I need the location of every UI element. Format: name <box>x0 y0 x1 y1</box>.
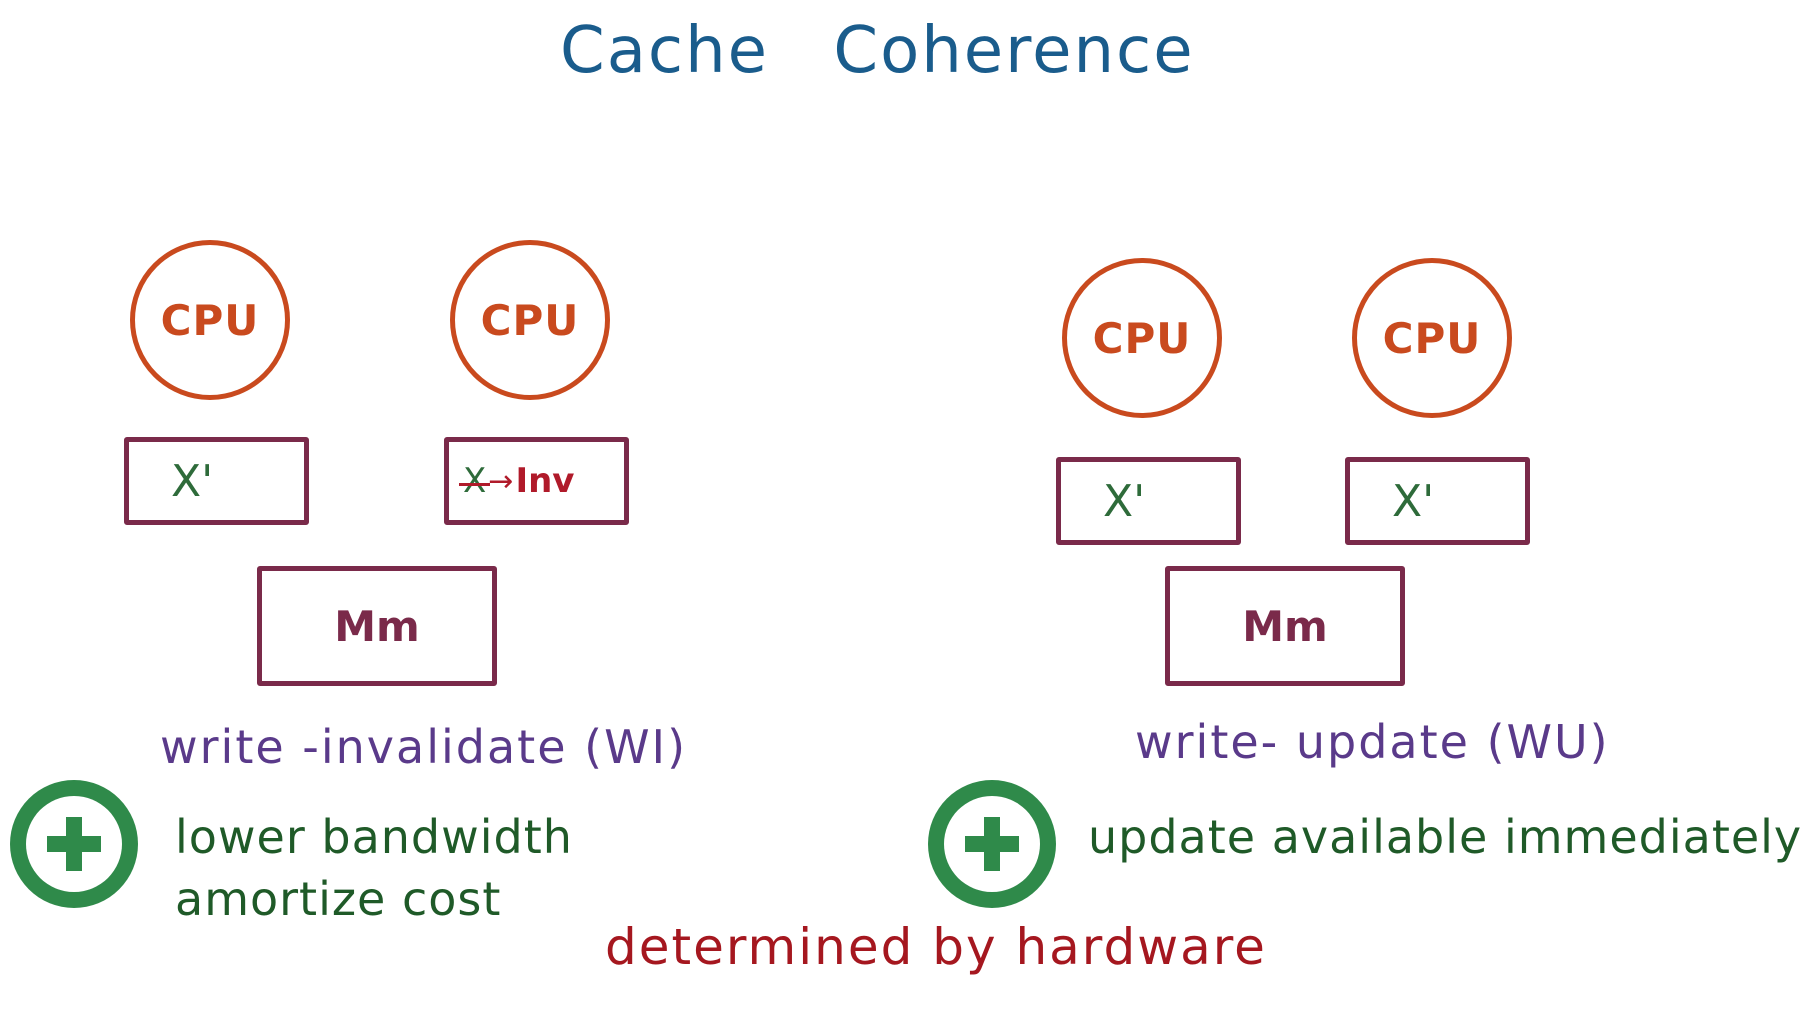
cache-value: X' <box>1392 475 1435 527</box>
invalid-label: Inv <box>515 461 575 501</box>
cache-value: X' <box>1103 475 1146 527</box>
diagram-title: Cache Coherence <box>560 14 1195 88</box>
footer-note: determined by hardware <box>605 918 1267 976</box>
pro-item: amortize cost <box>175 872 502 926</box>
plus-icon <box>928 780 1056 908</box>
cache-box: X' <box>1056 457 1241 545</box>
cpu-node: CPU <box>130 240 290 400</box>
plus-icon <box>10 780 138 908</box>
main-memory-box: Mm <box>1165 566 1405 686</box>
protocol-label: write -invalidate (WI) <box>160 720 688 774</box>
pros-list: lower bandwidth amortize cost <box>175 806 573 930</box>
pro-item: lower bandwidth <box>175 810 573 864</box>
cpu-node: CPU <box>1352 258 1512 418</box>
pros-list: update available immediately <box>1088 806 1802 868</box>
struck-value: X <box>458 461 491 501</box>
cpu-node: CPU <box>1062 258 1222 418</box>
arrow-right-icon: → <box>488 463 514 499</box>
protocol-label: write- update (WU) <box>1135 715 1610 769</box>
cpu-node: CPU <box>450 240 610 400</box>
cache-box: X' <box>124 437 309 525</box>
cache-box: X' <box>1345 457 1530 545</box>
main-memory-box: Mm <box>257 566 497 686</box>
cache-value: X' <box>171 455 214 507</box>
cache-box-invalidated: X → Inv <box>444 437 629 525</box>
pro-item: update available immediately <box>1088 810 1803 864</box>
